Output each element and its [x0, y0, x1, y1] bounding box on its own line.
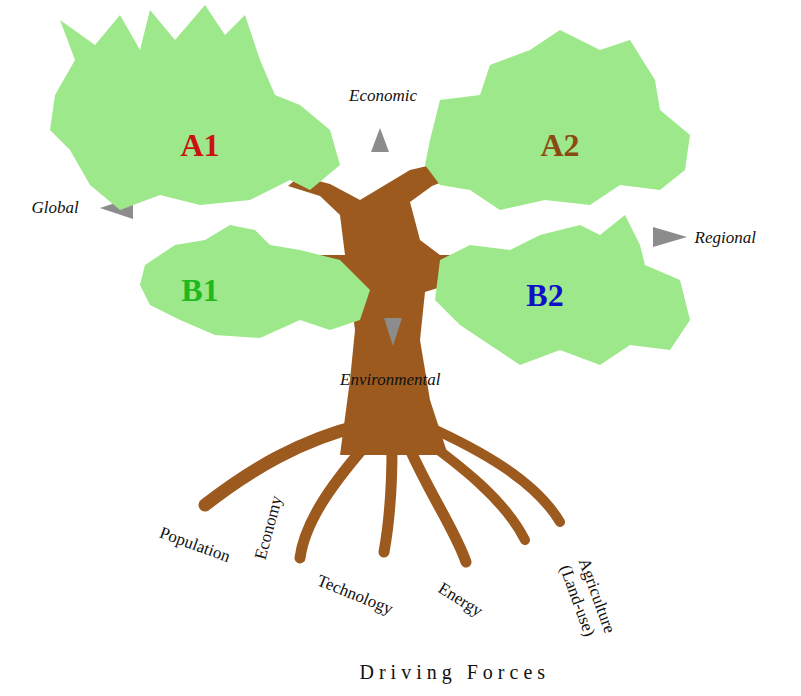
scenario-label: A1: [180, 129, 219, 161]
axis-label: Regional: [695, 228, 756, 248]
canopy-shape: [135, 218, 375, 343]
canopy-region: B2: [430, 212, 692, 368]
root-label: Technology: [314, 571, 396, 619]
canopy-region: A2: [420, 25, 695, 215]
footer-title: Driving Forces: [360, 661, 551, 684]
root-label: Population: [157, 523, 233, 567]
canopy-region: A1: [45, 0, 345, 215]
root-label: Economy: [250, 494, 286, 562]
canopy-shape: [420, 25, 695, 215]
canopy-outline: [435, 215, 690, 365]
canopy-outline: [140, 225, 370, 338]
scenario-label: B1: [181, 274, 218, 306]
scenario-label: A2: [540, 129, 579, 161]
root-label: Agriculture (Land-use): [556, 555, 624, 655]
canopy-outline: [50, 5, 340, 210]
axis-label: Economic: [349, 86, 417, 106]
scenario-label: B2: [526, 279, 563, 311]
canopy-outline: [425, 30, 690, 210]
canopy-region: B1: [135, 218, 375, 343]
axis-label: Global: [32, 198, 79, 218]
axis-label: Environmental: [340, 370, 440, 390]
canopy-shape: [45, 0, 345, 215]
root-label: Energy: [434, 579, 486, 621]
